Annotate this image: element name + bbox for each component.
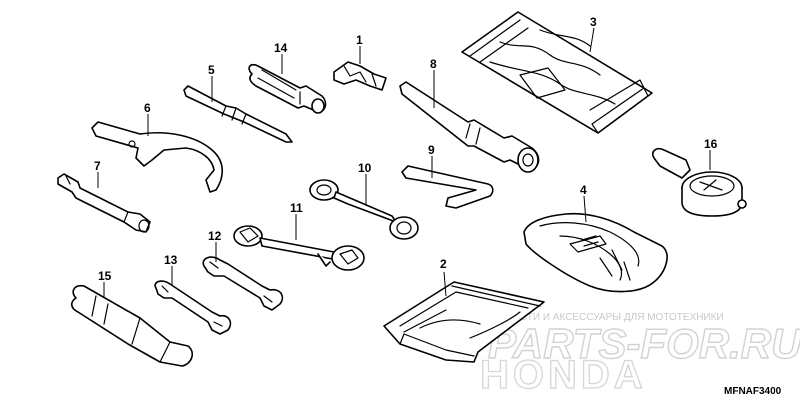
- callout-1: 1: [356, 33, 363, 47]
- part-10-ring-spanner[interactable]: [309, 174, 419, 240]
- callout-8: 8: [430, 57, 437, 71]
- callout-14: 14: [274, 41, 288, 55]
- part-6-hook-spanner[interactable]: [91, 114, 224, 193]
- callout-13: 13: [164, 253, 178, 267]
- callout-6: 6: [144, 101, 151, 115]
- part-2-manual-folder[interactable]: [383, 271, 545, 363]
- part-14-screwdriver-handle[interactable]: [248, 54, 327, 114]
- callout-7: 7: [94, 159, 101, 173]
- callout-4: 4: [580, 183, 587, 197]
- watermark: ЗАПЧАСТИ И АКСЕССУАРЫ ДЛЯ МОТОТЕХНИКИ PA…: [479, 312, 800, 398]
- callout-12: 12: [208, 229, 222, 243]
- part-7-extension-bar[interactable]: [57, 172, 151, 233]
- part-12-open-wrench[interactable]: [202, 242, 284, 311]
- part-11-combination-wrench[interactable]: [233, 214, 365, 271]
- part-4-tool-pouch[interactable]: [523, 195, 668, 293]
- watermark-site: PARTS-FOR.RU: [488, 320, 800, 367]
- callout-labels: 1 2 3 4 5 6 7 8 9 10 11 12 13 14 15 16: [94, 15, 718, 283]
- part-3-tool-roll[interactable]: [461, 11, 653, 134]
- part-1-clip-holder[interactable]: [333, 46, 387, 91]
- part-8-socket-wrench[interactable]: [399, 70, 540, 173]
- callout-15: 15: [98, 269, 112, 283]
- callout-5: 5: [208, 63, 215, 77]
- part-9-hex-key[interactable]: [401, 156, 494, 209]
- callout-16: 16: [704, 137, 718, 151]
- part-5-screwdriver-bit[interactable]: [183, 76, 293, 143]
- watermark-brand: HONDA: [480, 353, 647, 397]
- callout-9: 9: [428, 143, 435, 157]
- part-15-tube-bag[interactable]: [70, 282, 194, 367]
- callout-10: 10: [358, 161, 372, 175]
- diagram-code: MFNAF3400: [724, 386, 782, 397]
- watermark-tagline: ЗАПЧАСТИ И АКСЕССУАРЫ ДЛЯ МОТОТЕХНИКИ: [487, 312, 724, 323]
- part-13-small-wrench[interactable]: [154, 266, 232, 335]
- callout-2: 2: [440, 257, 447, 271]
- callout-3: 3: [590, 15, 597, 29]
- part-16-pressure-gauge[interactable]: [651, 147, 747, 217]
- callout-11: 11: [290, 201, 303, 215]
